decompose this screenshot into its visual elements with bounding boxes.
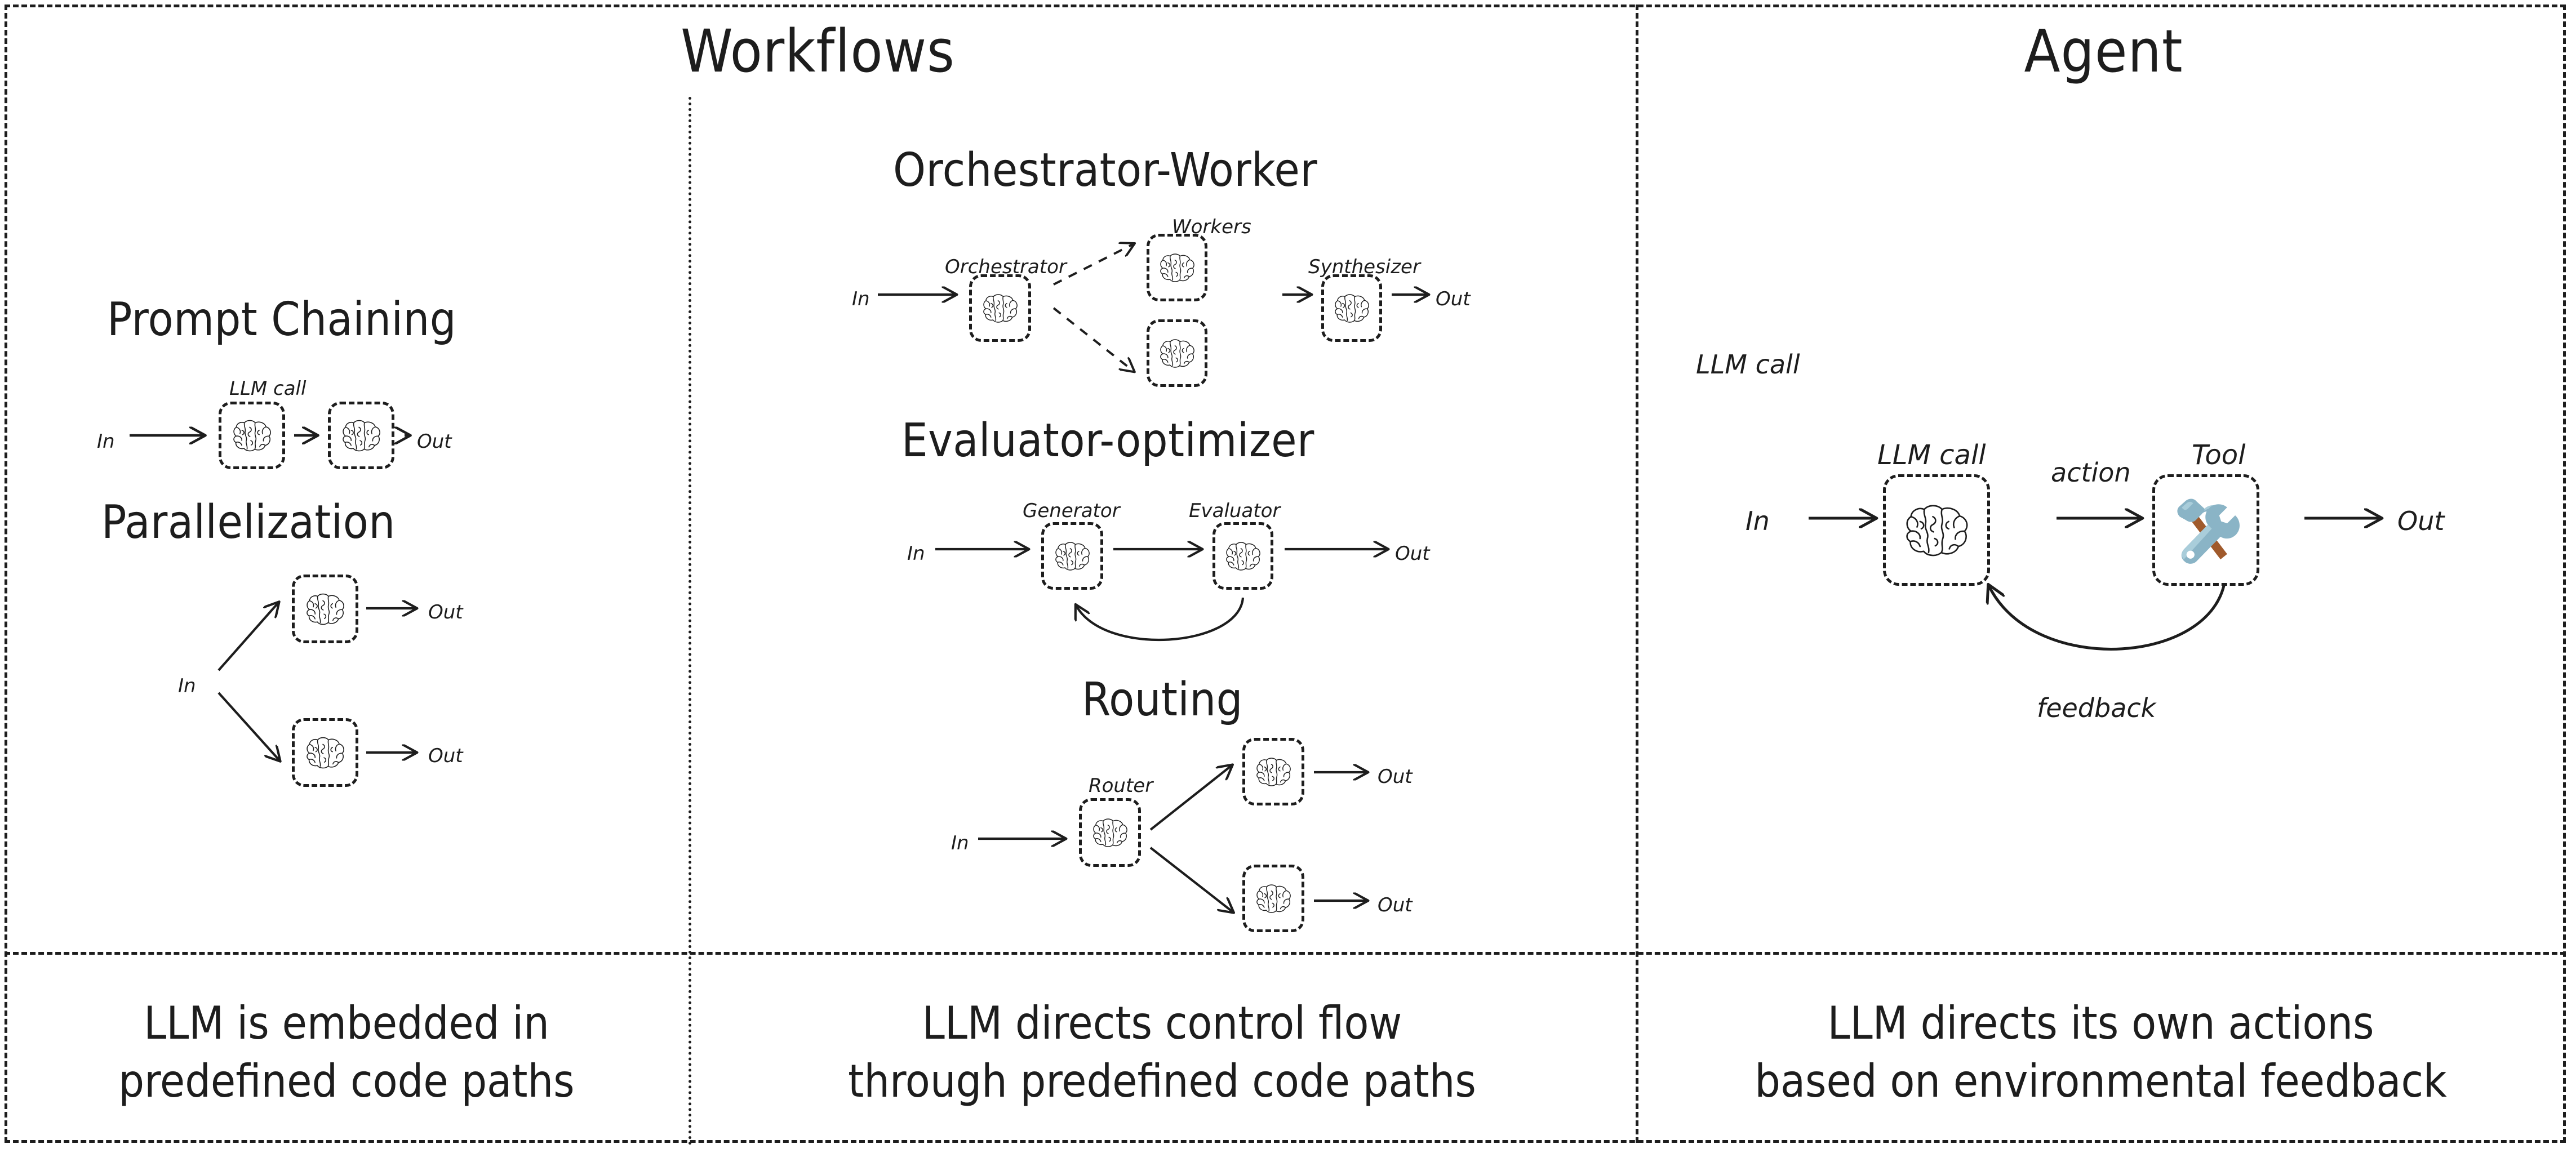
label-evaluator: Evaluator <box>1189 500 1281 522</box>
token-in: In <box>852 288 870 310</box>
label-router: Router <box>1089 774 1153 797</box>
section-title-workflows: Workflows <box>681 17 955 86</box>
brain-icon <box>1157 336 1197 370</box>
token-out: Out <box>417 430 452 453</box>
brain-icon <box>229 417 274 454</box>
node-worker-1[interactable] <box>1147 234 1207 301</box>
brain-icon <box>1052 539 1092 573</box>
brain-icon <box>1223 539 1263 573</box>
token-in: In <box>951 832 969 854</box>
brain-icon <box>303 590 348 627</box>
caption-line-1: LLM directs its own actions <box>1827 997 2374 1050</box>
divider-workflows-agent <box>1636 5 1638 1143</box>
node-generator[interactable] <box>1041 522 1103 590</box>
divider-caption-band <box>5 952 2566 955</box>
caption-agent: LLM directs its own actions based on env… <box>1636 952 2566 1153</box>
brain-icon <box>1253 755 1294 789</box>
node-parallel-branch-1[interactable] <box>292 575 358 643</box>
brain-icon <box>1900 500 1973 560</box>
diagram-title-prompt-chaining: Prompt Chaining <box>107 293 457 346</box>
label-llm-call-box: LLM call <box>1877 439 1986 471</box>
token-action: action <box>2051 457 2131 488</box>
node-parallel-branch-2[interactable] <box>292 718 358 787</box>
token-out-top: Out <box>428 601 463 624</box>
node-tool[interactable] <box>2152 474 2259 586</box>
brain-icon <box>303 734 348 771</box>
token-feedback: feedback <box>2037 693 2156 723</box>
arrows-agent <box>1809 349 2541 651</box>
caption-line-2: through predefined code paths <box>848 1054 1476 1107</box>
token-out: Out <box>1436 288 1471 310</box>
label-generator: Generator <box>1023 500 1120 522</box>
node-synthesizer[interactable] <box>1321 274 1382 342</box>
token-in: In <box>178 675 196 697</box>
token-out-top: Out <box>1378 765 1413 788</box>
brain-icon <box>1090 816 1130 849</box>
section-title-agent: Agent <box>2024 17 2183 86</box>
token-out: Out <box>2397 506 2445 536</box>
caption-line-2: predefined code paths <box>118 1054 575 1107</box>
label-llm-call: LLM call <box>229 377 307 400</box>
brain-icon <box>1157 251 1197 284</box>
node-route-target-1[interactable] <box>1242 738 1304 805</box>
caption-workflows-right: LLM directs control flow through predefi… <box>689 952 1636 1153</box>
diagram-prompt-chaining: Prompt Chaining LLM call In Out <box>73 293 659 490</box>
caption-line-2: based on environmental feedback <box>1755 1054 2447 1107</box>
brain-icon <box>1331 291 1372 325</box>
diagram-title-orchestrator-worker: Orchestrator-Worker <box>893 144 1318 197</box>
diagram-parallelization: Parallelization In Out Out <box>73 496 659 828</box>
brain-icon <box>1253 882 1294 915</box>
token-in: In <box>97 430 115 453</box>
hammer-and-wrench-icon <box>2166 490 2246 570</box>
node-llm-call[interactable] <box>1883 474 1990 586</box>
diagram-title-routing: Routing <box>1082 673 1243 727</box>
brain-icon <box>980 291 1020 325</box>
brain-icon <box>339 417 384 454</box>
token-out: Out <box>1395 542 1430 565</box>
diagram-title-evaluator-optimizer: Evaluator-optimizer <box>901 414 1314 468</box>
diagram-orchestrator-worker: Orchestrator-Worker Workers Orchestrator… <box>811 144 1611 431</box>
node-router[interactable] <box>1079 798 1141 867</box>
label-tool-box: Tool <box>2192 439 2246 471</box>
diagram-title-parallelization: Parallelization <box>101 496 396 549</box>
caption-workflows-left: LLM is embedded in predefined code paths <box>5 952 689 1153</box>
node-llm-call-2[interactable] <box>328 402 394 469</box>
token-in: In <box>1746 506 1770 536</box>
divider-workflows-columns <box>689 97 691 1146</box>
diagram-evaluator-optimizer: Evaluator-optimizer Generator Evaluator … <box>840 414 1617 679</box>
token-out-bottom: Out <box>1378 894 1413 916</box>
node-route-target-2[interactable] <box>1242 865 1304 932</box>
node-evaluator[interactable] <box>1213 522 1273 590</box>
diagram-routing: Routing Router In Out Out <box>868 673 1623 943</box>
node-worker-2[interactable] <box>1147 319 1207 387</box>
token-in: In <box>907 542 925 565</box>
caption-line-1: LLM directs control flow <box>922 997 1402 1050</box>
token-out-bottom: Out <box>428 745 463 767</box>
node-llm-call-1[interactable] <box>219 402 285 469</box>
node-orchestrator[interactable] <box>969 274 1031 342</box>
diagram-agent: LLM call In Out action feedback LLM call… <box>1696 349 2541 744</box>
label-llm-call: LLM call <box>1696 349 1800 380</box>
caption-line-1: LLM is embedded in <box>144 997 549 1050</box>
